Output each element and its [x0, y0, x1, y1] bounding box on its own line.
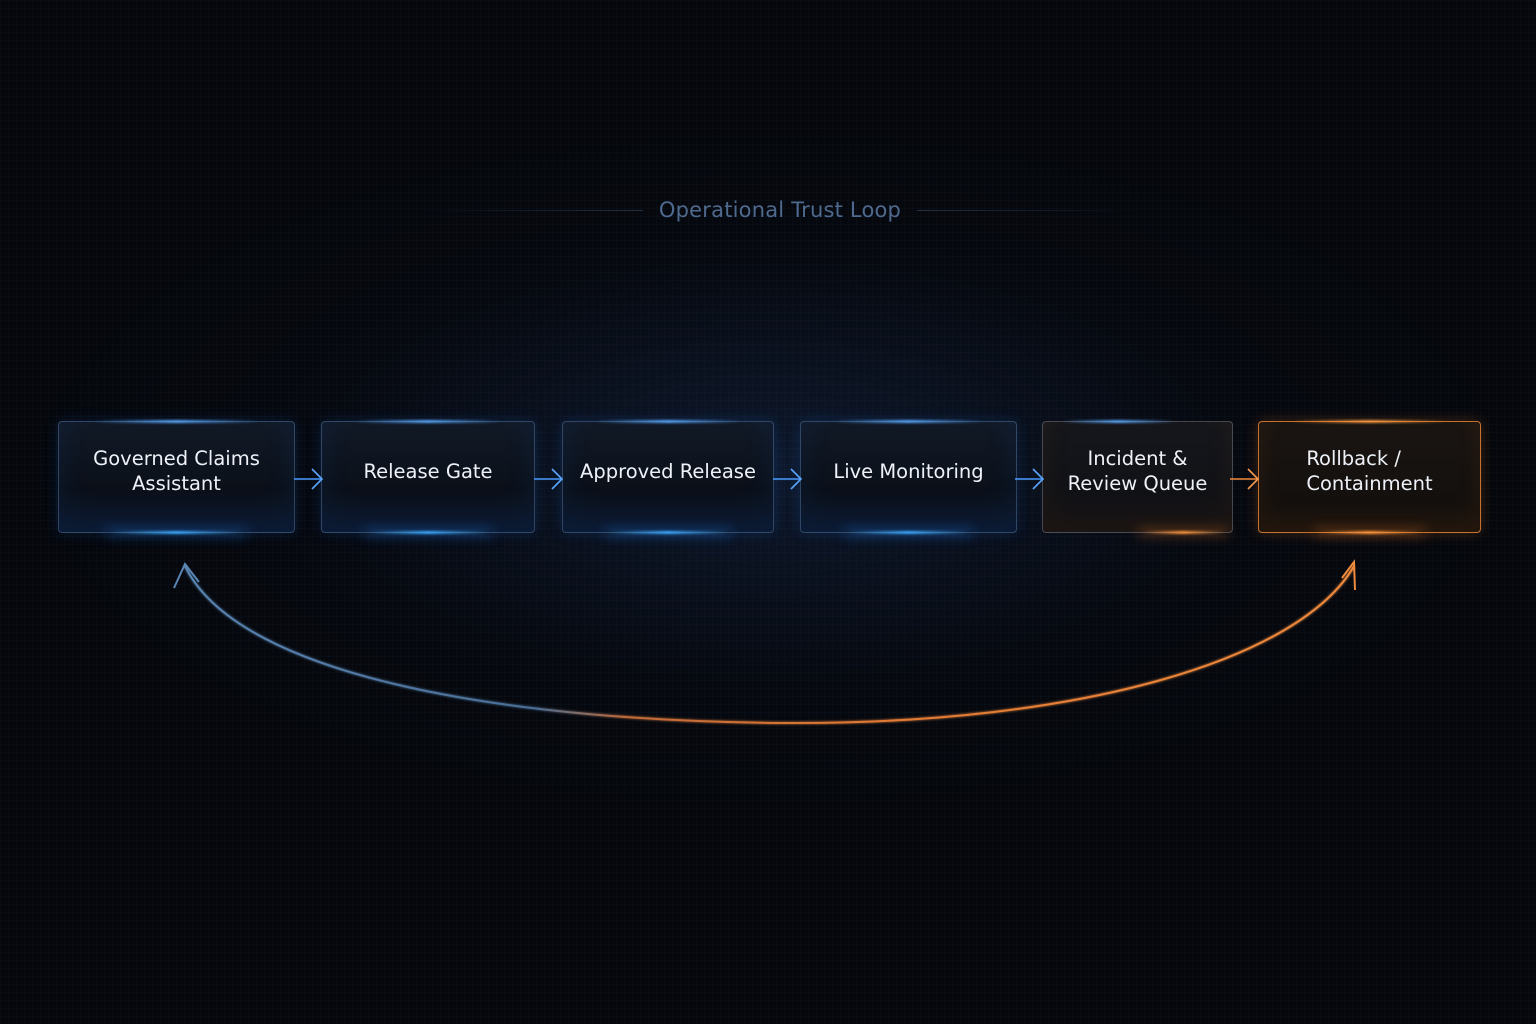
node-live-monitoring[interactable]: Live Monitoring — [800, 421, 1017, 533]
arrow-right-icon — [1015, 468, 1045, 490]
arrow-right-icon — [294, 468, 324, 490]
arrow-right-icon — [534, 468, 564, 490]
node-label: Live Monitoring — [833, 459, 984, 483]
arrow-right-icon — [1230, 468, 1260, 490]
title-rule-right — [917, 209, 1140, 211]
node-release-gate[interactable]: Release Gate — [321, 421, 535, 533]
node-approved-release[interactable]: Approved Release — [562, 421, 774, 533]
arrow-right-icon — [773, 468, 803, 490]
node-label: Rollback / Containment — [1306, 447, 1433, 495]
node-incident-review-queue[interactable]: Incident & Review Queue — [1042, 421, 1233, 533]
diagram-title: Operational Trust Loop — [658, 198, 902, 222]
diagram-header: Operational Trust Loop — [420, 196, 1140, 224]
node-governed-claims-assistant[interactable]: Governed Claims Assistant — [58, 421, 295, 533]
node-label: Release Gate — [363, 459, 493, 483]
node-label: Approved Release — [580, 459, 756, 483]
node-rollback-containment[interactable]: Rollback / Containment — [1258, 421, 1481, 533]
title-rule-left — [420, 209, 643, 211]
node-label: Governed Claims Assistant — [93, 447, 260, 495]
node-label: Incident & Review Queue — [1067, 447, 1208, 495]
